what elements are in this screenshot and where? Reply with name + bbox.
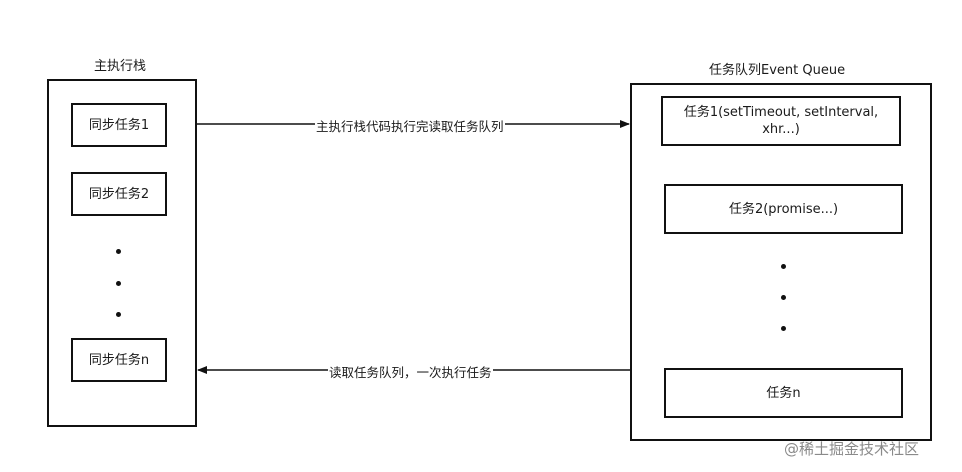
sync-task-1-label: 同步任务1	[88, 117, 150, 133]
ellipsis-dot	[116, 281, 121, 286]
queue-task-1-label: 任务1(setTimeout, setInterval, xhr...)	[683, 105, 879, 137]
queue-task-n-label: 任务n	[766, 385, 801, 401]
queue-task-1: 任务1(setTimeout, setInterval, xhr...)	[661, 96, 901, 146]
ellipsis-dot	[116, 249, 121, 254]
queue-task-2: 任务2(promise...)	[664, 184, 903, 234]
main-stack-title: 主执行栈	[94, 59, 147, 74]
sync-task-n: 同步任务n	[71, 338, 167, 382]
ellipsis-dot	[781, 264, 786, 269]
sync-task-2-label: 同步任务2	[88, 186, 150, 202]
arrow-label-read-queue: 主执行栈代码执行完读取任务队列	[315, 116, 505, 135]
sync-task-1: 同步任务1	[71, 103, 167, 147]
arrow-label-execute-tasks: 读取任务队列，一次执行任务	[328, 362, 493, 381]
ellipsis-dot	[116, 312, 121, 317]
sync-task-2: 同步任务2	[71, 172, 167, 216]
watermark: @稀土掘金技术社区	[784, 440, 920, 458]
sync-task-n-label: 同步任务n	[88, 352, 150, 368]
event-queue-title: 任务队列Event Queue	[709, 63, 846, 78]
ellipsis-dot	[781, 295, 786, 300]
queue-task-n: 任务n	[664, 368, 903, 418]
ellipsis-dot	[781, 326, 786, 331]
queue-task-2-label: 任务2(promise...)	[728, 201, 839, 217]
